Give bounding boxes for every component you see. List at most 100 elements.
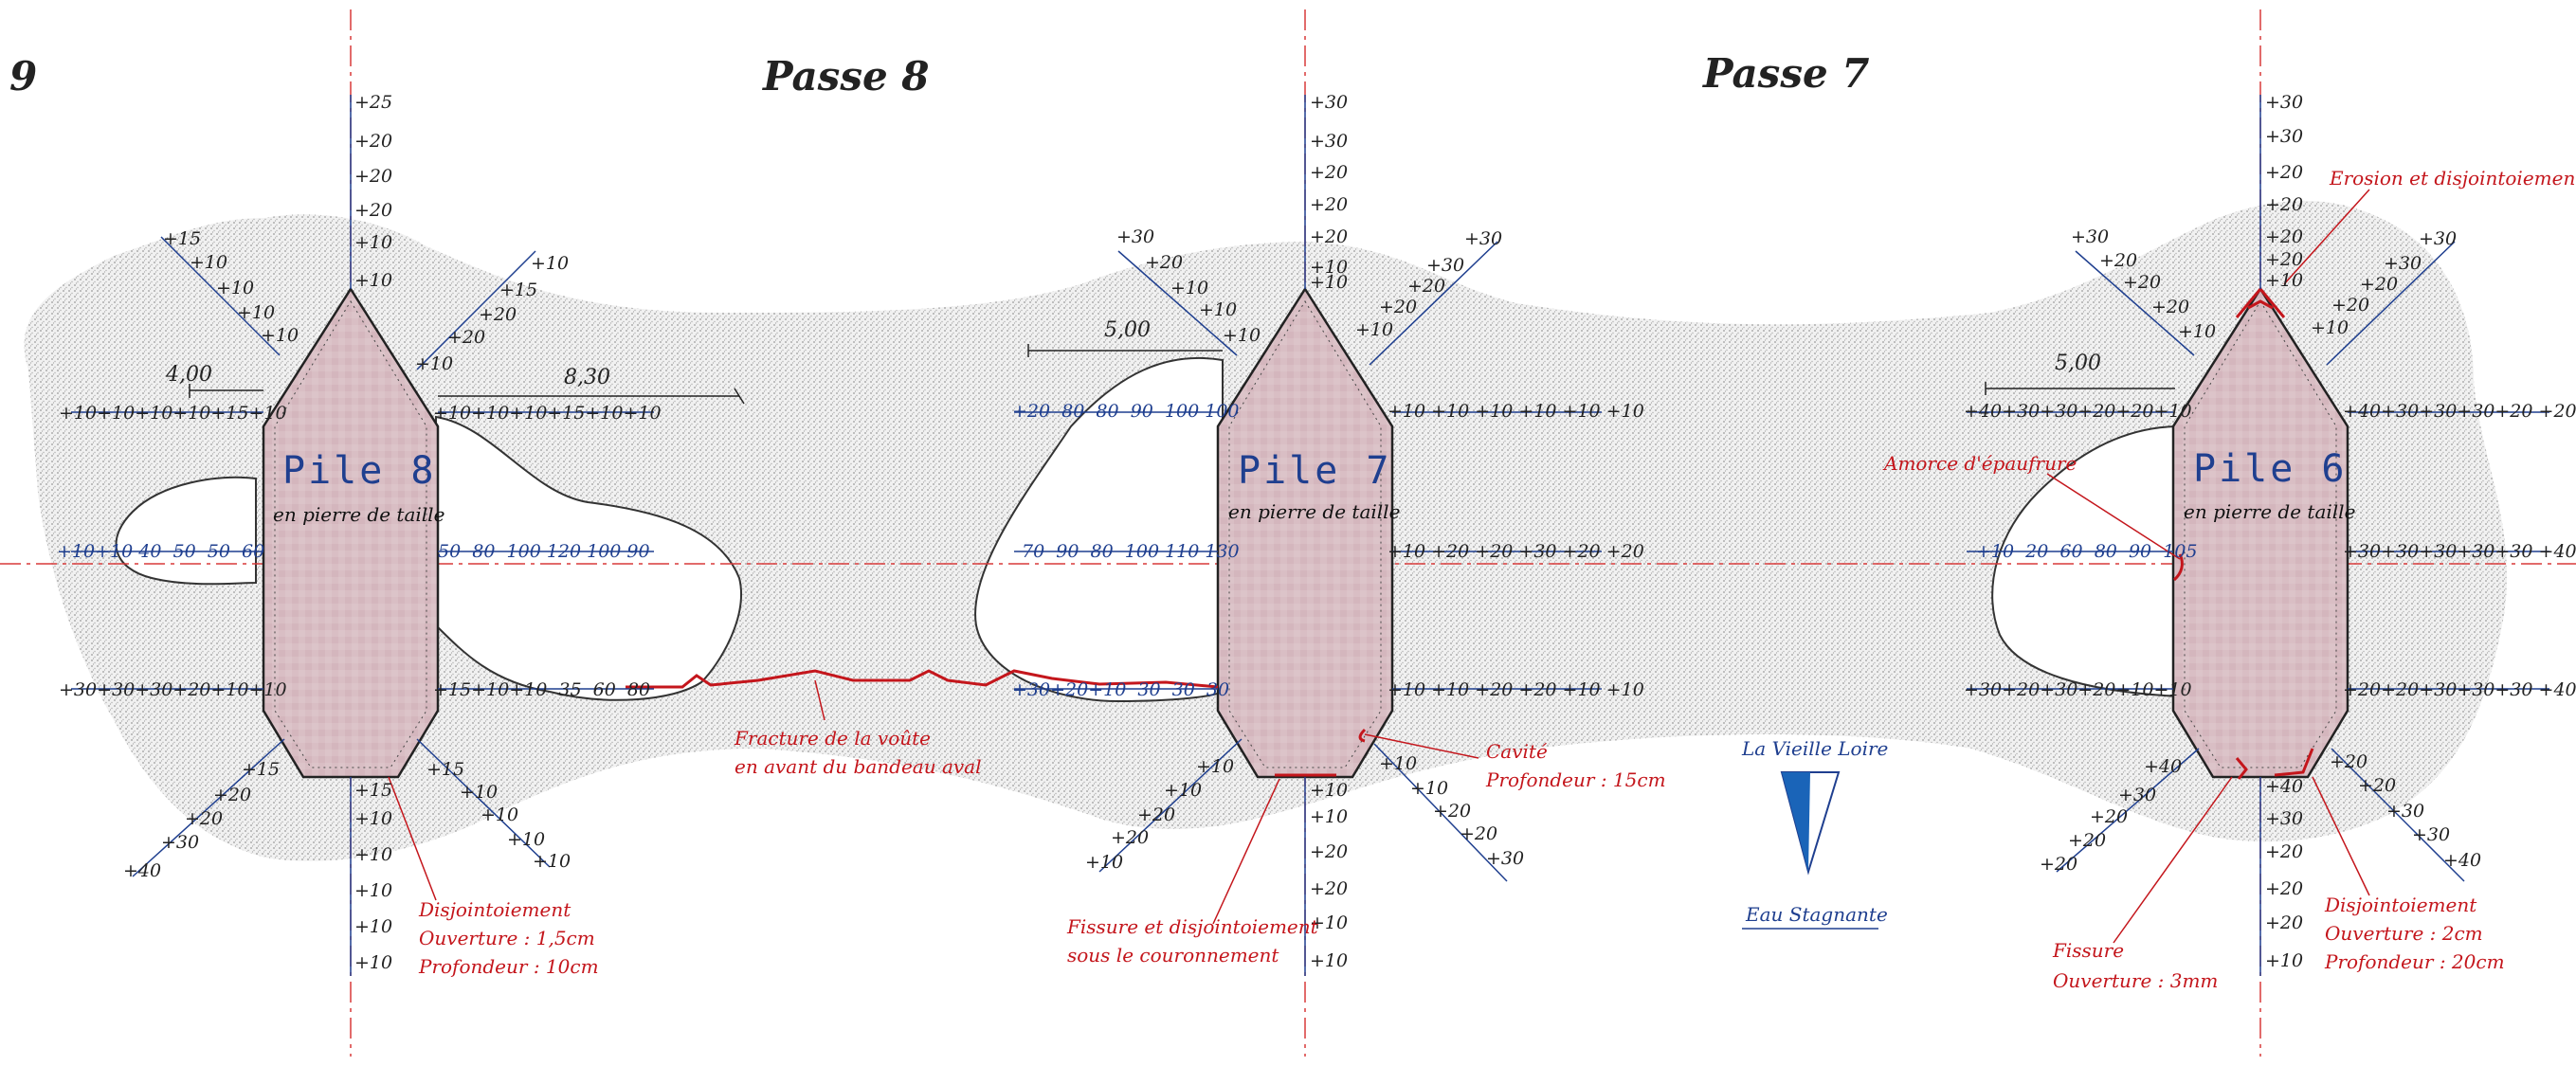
svg-text:+20: +20 <box>447 327 485 348</box>
p6-row3-right: +20+20+30+30+30 +40 <box>2343 679 2576 700</box>
svg-text:Profondeur : 10cm: Profondeur : 10cm <box>418 955 599 978</box>
dimension-lines <box>189 344 2175 405</box>
annotation-erosion: Erosion et disjointoiement <box>2329 167 2576 190</box>
svg-text:+20: +20 <box>479 304 517 325</box>
svg-text:+30: +30 <box>2412 824 2450 845</box>
pass-8-title: Passe 8 <box>762 53 930 99</box>
svg-text:+30: +30 <box>2265 92 2303 113</box>
svg-text:+30: +30 <box>2386 801 2424 822</box>
svg-text:+10: +10 <box>354 916 392 937</box>
svg-text:+15: +15 <box>163 228 201 249</box>
svg-text:+10: +10 <box>2311 317 2349 338</box>
svg-text:+20: +20 <box>2330 751 2367 772</box>
p6-sw-soundings: +40 +30 +20 +20 +20 <box>2040 756 2182 875</box>
pier-8-scour-width-east: 8,30 <box>564 366 610 389</box>
svg-text:+10: +10 <box>415 353 453 374</box>
svg-text:Disjointoiement: Disjointoiement <box>418 898 571 921</box>
svg-text:+15: +15 <box>499 280 537 300</box>
damage-marks <box>1275 286 2314 780</box>
svg-text:+30: +30 <box>161 832 199 853</box>
svg-text:+30: +30 <box>2384 253 2422 274</box>
fracture-line <box>626 669 1219 689</box>
svg-text:+40: +40 <box>2265 776 2303 797</box>
svg-text:Fracture de la voûte: Fracture de la voûte <box>734 727 931 750</box>
p8-se-soundings: +15 +10 +10 +10 +10 <box>426 759 571 872</box>
svg-text:+40: +40 <box>2144 756 2182 777</box>
svg-text:+30: +30 <box>1426 255 1464 276</box>
svg-text:Profondeur : 15cm: Profondeur : 15cm <box>1485 768 1666 791</box>
svg-text:+20: +20 <box>354 200 392 221</box>
p7-nw-soundings: +30 +20 +10 +10 +10 <box>1116 226 1261 346</box>
svg-text:+10: +10 <box>237 302 275 323</box>
svg-text:Fissure et disjointoiement: Fissure et disjointoiement <box>1066 915 1319 938</box>
svg-text:+10: +10 <box>481 804 518 825</box>
svg-text:+30: +30 <box>2265 808 2303 829</box>
svg-text:+10: +10 <box>216 278 254 298</box>
p7-se-soundings: +10 +10 +20 +20 +30 <box>1379 753 1524 869</box>
pier-6-scour-width: 5,00 <box>2055 352 2101 375</box>
p8-ne-soundings: +10 +15 +20 +20 +10 <box>415 253 569 374</box>
annotation-leaders <box>388 189 2370 944</box>
pass-7-title: Passe 7 <box>1702 50 1870 97</box>
p6-ne-soundings: +30 +30 +20 +20 +10 <box>2311 228 2457 338</box>
p6-nw-soundings: +30 +20 +20 +20 +10 <box>2071 226 2216 342</box>
p8-row3-left: +30+30+30+20+10+10 <box>59 679 287 700</box>
svg-text:+10: +10 <box>1355 319 1393 340</box>
svg-text:+10: +10 <box>1164 780 1202 801</box>
svg-text:+15: +15 <box>354 780 392 801</box>
svg-text:+10: +10 <box>354 270 392 291</box>
svg-text:Ouverture : 2cm: Ouverture : 2cm <box>2325 922 2483 945</box>
svg-text:+20: +20 <box>1137 804 1175 825</box>
svg-text:+30: +30 <box>2419 228 2457 249</box>
annotation-amorce: Amorce d'épaufrure <box>1882 452 2077 475</box>
svg-text:+20: +20 <box>1310 162 1348 183</box>
svg-text:+20: +20 <box>2265 249 2303 270</box>
scour-cavity-east-p8 <box>435 415 742 701</box>
p7-sw-soundings: +10 +10 +20 +20 +10 <box>1085 756 1234 873</box>
p7-row1-left: +20 80 80 90 100 100 <box>1012 401 1240 422</box>
svg-text:+25: +25 <box>354 92 392 113</box>
annotation-fracture: Fracture de la voûte en avant du bandeau… <box>734 727 982 778</box>
svg-text:+10: +10 <box>1310 950 1348 971</box>
pier-8-label: Pile 8 <box>282 449 437 493</box>
svg-text:+30: +30 <box>1486 848 1524 869</box>
p6-se-soundings: +20 +20 +30 +30 +40 <box>2330 751 2481 871</box>
svg-text:+10: +10 <box>1196 756 1234 777</box>
svg-text:+10: +10 <box>1223 325 1261 346</box>
p7-row3-left: +30+20+10 30 30 30 <box>1012 679 1229 700</box>
pier-6-label: Pile 6 <box>2193 447 2348 491</box>
annotation-disjointement-p6: Disjointoiement Ouverture : 2cm Profonde… <box>2324 894 2505 973</box>
svg-text:+20: +20 <box>1111 827 1149 848</box>
svg-text:+30: +30 <box>2071 226 2109 247</box>
p8-nw-soundings: +15 +10 +10 +10 +10 <box>163 228 299 346</box>
svg-text:+10: +10 <box>1310 780 1348 801</box>
pier-7-scour-width: 5,00 <box>1104 318 1151 342</box>
p8-row3-right: +15+10+10 35 60 80 <box>433 679 650 700</box>
p8-row1-right: +10+10+10+15+10+10 <box>433 403 662 424</box>
p6-row2-right: +30+30+30+30+30 +40 <box>2343 541 2576 562</box>
svg-text:+20: +20 <box>1407 276 1445 297</box>
svg-text:+10: +10 <box>354 880 392 901</box>
annotation-cavite: Cavité Profondeur : 15cm <box>1485 740 1666 791</box>
svg-text:+10: +10 <box>1410 778 1448 799</box>
svg-text:+20: +20 <box>1310 226 1348 247</box>
svg-text:+20: +20 <box>2265 162 2303 183</box>
svg-text:+30: +30 <box>1310 92 1348 113</box>
p6-row1-right: +40+30+30+30+20 +20 <box>2343 401 2576 422</box>
svg-text:+40: +40 <box>2443 850 2481 871</box>
svg-text:+15: +15 <box>242 759 280 780</box>
p7-row2-right: +10 +20 +20 +30 +20 +20 <box>1388 541 1644 562</box>
p8-sw-soundings: +15 +20 +20 +30 +40 <box>123 759 280 881</box>
svg-text:+10: +10 <box>354 952 392 973</box>
svg-text:+20: +20 <box>2090 806 2128 827</box>
svg-text:+10: +10 <box>1310 806 1348 827</box>
svg-text:+20: +20 <box>2040 854 2077 875</box>
svg-text:+10: +10 <box>533 851 571 872</box>
svg-text:+15: +15 <box>426 759 464 780</box>
p6-row3-left: +30+20+30+20+10+10 <box>1964 679 2192 700</box>
p7-ne-soundings: +30 +30 +20 +20 +10 <box>1355 228 1502 340</box>
svg-text:+10: +10 <box>1310 912 1348 933</box>
svg-text:+20: +20 <box>2265 226 2303 247</box>
svg-text:Ouverture : 3mm: Ouverture : 3mm <box>2053 969 2218 992</box>
